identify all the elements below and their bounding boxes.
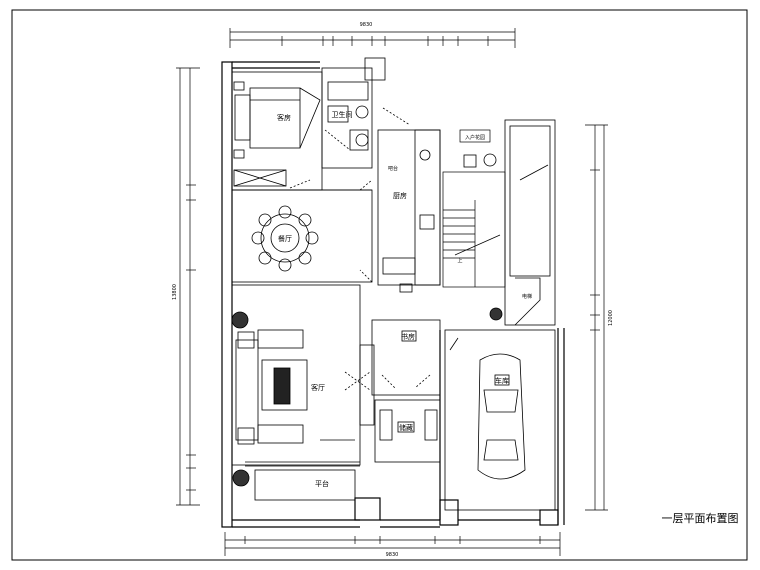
right-dimension-chain xyxy=(585,124,608,511)
room-label-bedroom: 客房 xyxy=(277,113,291,122)
terrace xyxy=(254,469,356,501)
exterior-walls xyxy=(221,61,565,528)
room-label-living: 客厅 xyxy=(311,383,325,392)
bedroom xyxy=(231,71,323,191)
top-total-dimension: 9830 xyxy=(360,22,373,28)
drawing-title: 一层平面布置图 xyxy=(662,512,739,525)
left-dimension-chain xyxy=(176,67,200,506)
entry-note-box xyxy=(459,129,491,143)
dining-room xyxy=(231,179,373,283)
sheet-border xyxy=(11,9,748,561)
note-walkin: 入户花园 xyxy=(465,134,485,141)
room-label-storage: 储藏 xyxy=(399,423,413,432)
label-lift: 电梯 xyxy=(522,293,532,300)
room-label-kitchen: 厨房 xyxy=(393,191,407,200)
top-dimension-chain xyxy=(229,28,516,48)
entry-fixtures xyxy=(463,153,497,168)
room-label-study: 书房 xyxy=(401,332,415,341)
staircase xyxy=(442,171,506,288)
bottom-total-dimension: 9830 xyxy=(386,552,399,558)
lift-shaft xyxy=(504,119,556,326)
study xyxy=(344,319,441,426)
bathroom xyxy=(321,57,386,169)
label-stair-up: 上 xyxy=(457,257,462,264)
foyer xyxy=(374,399,441,463)
kitchen xyxy=(377,107,441,293)
note-counter: 吧台 xyxy=(388,165,398,172)
room-label-bath: 卫生间 xyxy=(332,110,353,119)
living-room xyxy=(231,284,361,487)
left-total-dimension: 13800 xyxy=(172,284,178,300)
room-label-terrace: 平台 xyxy=(315,479,329,488)
right-total-dimension: 12000 xyxy=(608,310,614,326)
bottom-dimension-chain xyxy=(224,532,561,556)
garage xyxy=(444,307,556,511)
room-label-garage: 车库 xyxy=(495,376,509,385)
room-label-dining: 餐厅 xyxy=(278,234,292,243)
